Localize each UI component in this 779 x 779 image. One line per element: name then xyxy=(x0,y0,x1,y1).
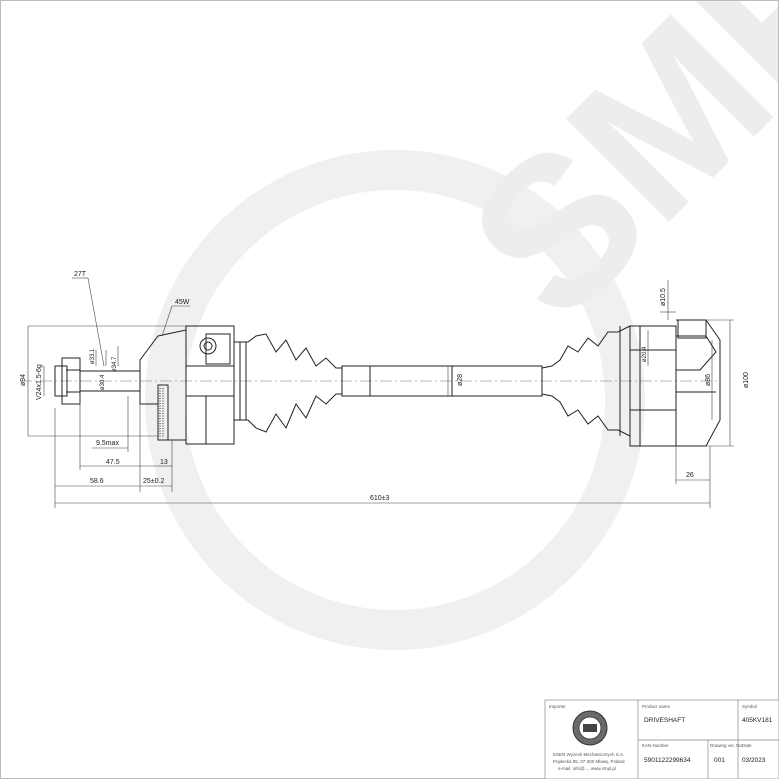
right-cv-joint xyxy=(629,319,721,447)
dim-586: 58.6 xyxy=(90,478,104,485)
dim-thread: V24x1.5-6g xyxy=(36,364,43,400)
ean-label: EAN Number xyxy=(642,743,669,748)
dim-total-length: 610±3 xyxy=(370,495,390,502)
watermark-gear-icon xyxy=(145,150,645,650)
dim-86: ø86 xyxy=(705,374,712,386)
dim-204: ø20.4 xyxy=(642,346,648,362)
dimension-lines xyxy=(27,277,734,508)
dim-d3: ø34.7 xyxy=(112,356,118,372)
dim-shaft-dia: ø28 xyxy=(457,374,464,386)
ean: 5901122299634 xyxy=(644,757,691,764)
dim-13: 13 xyxy=(160,459,168,466)
right-boot xyxy=(541,325,631,437)
symbol: 405KV181 xyxy=(742,717,773,724)
company-line-2: Poplecka 95, 07-300 Mlawy, Poland xyxy=(553,759,625,764)
version-label: Drawing ver. No. xyxy=(710,743,743,748)
symbol-label: Symbol xyxy=(742,704,757,709)
dim-d2: ø30.4 xyxy=(100,374,106,390)
dim-25: 25±0.2 xyxy=(143,478,164,485)
dim-26: 26 xyxy=(686,472,694,479)
product-name-label: Product name xyxy=(642,704,671,709)
date: 03/2023 xyxy=(742,757,766,764)
product-name: DRIVESHAFT xyxy=(644,717,685,724)
version: 001 xyxy=(714,757,725,764)
dim-spline-left: 27T xyxy=(74,271,87,278)
dim-100: ø100 xyxy=(743,372,750,388)
dimension-labels: 27T 45W ø94 V24x1.5-6g ø33.1 ø30.4 ø34.7… xyxy=(20,271,750,502)
dim-105: ø10.5 xyxy=(660,288,667,306)
date-label: Date xyxy=(742,743,752,748)
watermark-text: SMPL xyxy=(426,0,779,362)
importer-label: Importer xyxy=(549,704,566,709)
company-line-1: ESEN Wyzeck Mechanicznych S.A. xyxy=(553,752,624,757)
left-boot xyxy=(234,333,342,433)
dim-angle: 45W xyxy=(175,299,190,306)
dim-outer-dia-left: ø94 xyxy=(20,374,27,386)
title-block: Importer ESEN Wyzeck Mechanicznych S.A. … xyxy=(544,699,779,779)
shaft xyxy=(341,365,543,397)
company-logo xyxy=(572,710,608,746)
dim-475: 47.5 xyxy=(106,459,120,466)
dim-95: 9.5max xyxy=(96,440,119,447)
watermark: SMPL xyxy=(145,0,779,650)
company-line-3: e-mail: info@..., www.smpl.pl xyxy=(558,766,616,771)
dim-d1: ø33.1 xyxy=(90,348,96,364)
